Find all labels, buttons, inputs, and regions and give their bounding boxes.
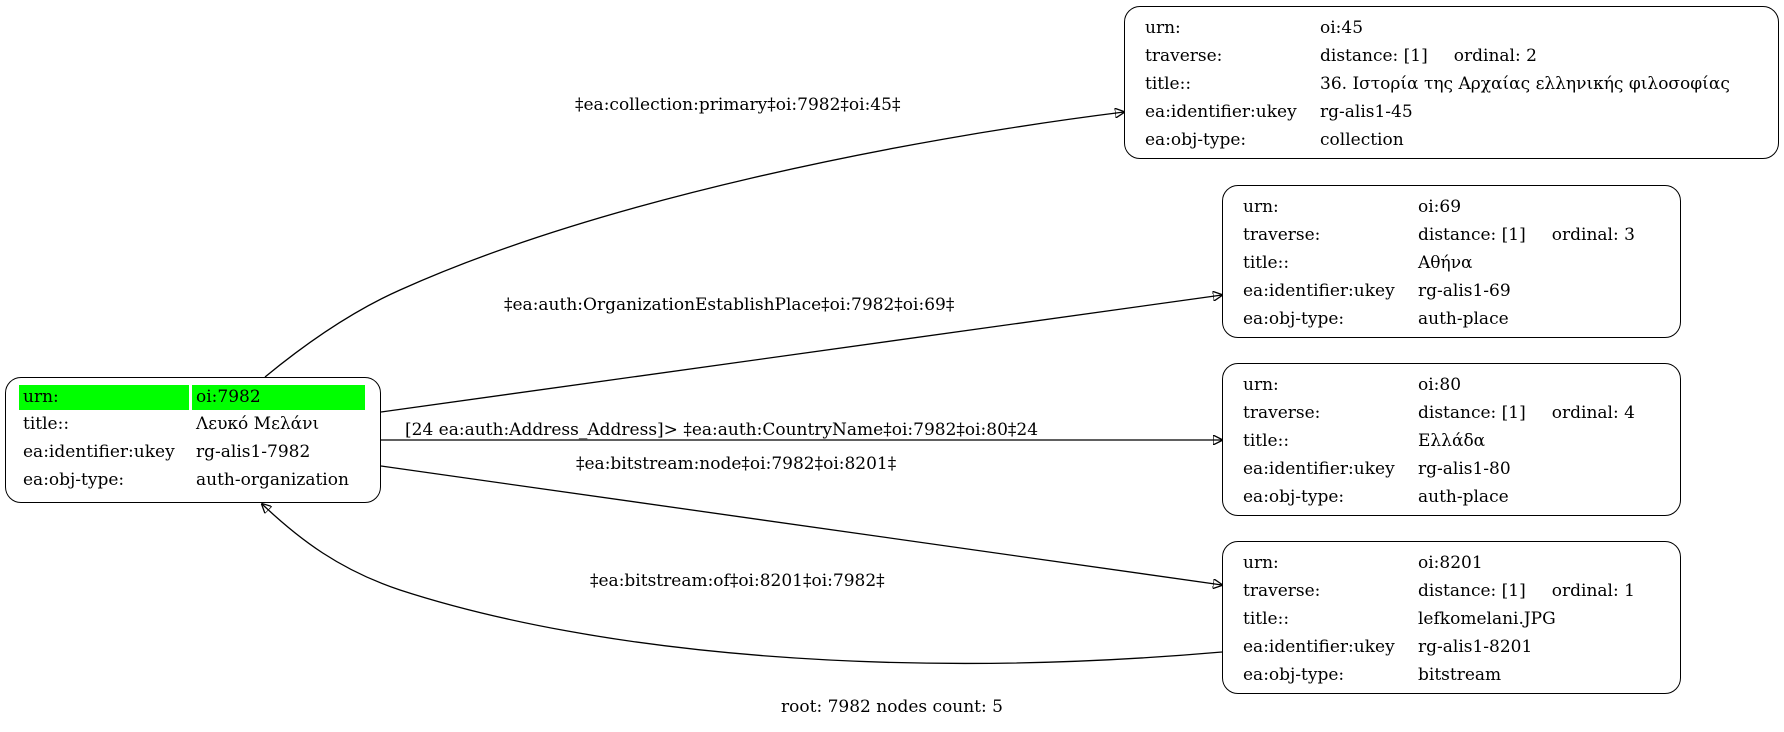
- root-title-key: title::: [23, 414, 70, 434]
- n45-objtype-value: collection: [1320, 130, 1404, 150]
- n80-ukey-value: rg-alis1-80: [1418, 459, 1511, 479]
- n80-urn-value: oi:80: [1418, 375, 1462, 395]
- n8201-ukey-key: ea:identifier:ukey: [1243, 637, 1395, 657]
- n69-ukey-key: ea:identifier:ukey: [1243, 281, 1395, 301]
- n45-ordinal: ordinal: 2: [1453, 46, 1537, 66]
- n80-objtype-value: auth-place: [1418, 487, 1509, 507]
- n80-ordinal: ordinal: 4: [1551, 403, 1635, 423]
- n69-objtype-key: ea:obj-type:: [1243, 309, 1345, 329]
- edge-label-to-oi45: ‡ea:collection:primary‡oi:7982‡oi:45‡: [575, 95, 901, 115]
- root-ukey-value: rg-alis1-7982: [196, 442, 311, 462]
- n80-distance: distance: [1]: [1418, 403, 1526, 423]
- n45-traverse-key: traverse:: [1145, 46, 1223, 66]
- n80-objtype-key: ea:obj-type:: [1243, 487, 1345, 507]
- root-title-value: Λευκό Μελάνι: [196, 414, 320, 434]
- n45-distance: distance: [1]: [1320, 46, 1428, 66]
- edge-to-oi45: [264, 112, 1124, 378]
- n80-urn-key: urn:: [1243, 375, 1279, 395]
- n69-urn-key: urn:: [1243, 197, 1279, 217]
- n8201-title-key: title::: [1243, 609, 1290, 629]
- n69-urn-value: oi:69: [1418, 197, 1462, 217]
- n80-ukey-key: ea:identifier:ukey: [1243, 459, 1395, 479]
- n45-ukey-value: rg-alis1-45: [1320, 102, 1413, 122]
- edge-label-to-oi80: [24 ea:auth:Address_Address]> ‡ea:auth:C…: [405, 420, 1038, 440]
- n45-ukey-key: ea:identifier:ukey: [1145, 102, 1297, 122]
- edge-label-from-oi8201: ‡ea:bitstream:of‡oi:8201‡oi:7982‡: [590, 571, 885, 591]
- root-ukey-key: ea:identifier:ukey: [23, 442, 175, 462]
- n8201-ukey-value: rg-alis1-8201: [1418, 637, 1533, 657]
- n8201-distance: distance: [1]: [1418, 581, 1526, 601]
- node-oi69[interactable]: urn: oi:69 traverse: distance: [1] ordina…: [1222, 185, 1681, 338]
- node-root-oi7982[interactable]: urn: oi:7982 title:: Λευκό Μελάνι ea:ide…: [5, 377, 381, 503]
- root-title-row: title:: Λευκό Μελάνι: [19, 410, 365, 438]
- root-urn-value: oi:7982: [192, 385, 365, 410]
- n69-title-key: title::: [1243, 253, 1290, 273]
- node-oi8201[interactable]: urn: oi:8201 traverse: distance: [1] ordi…: [1222, 541, 1681, 694]
- n8201-urn-value: oi:8201: [1418, 553, 1483, 573]
- n69-traverse-key: traverse:: [1243, 225, 1321, 245]
- n69-title-value: Αθήνα: [1418, 253, 1473, 273]
- n45-objtype-key: ea:obj-type:: [1145, 130, 1247, 150]
- root-objtype-key: ea:obj-type:: [23, 470, 125, 490]
- node-oi45[interactable]: urn: oi:45 traverse: distance: [1] ordina…: [1124, 6, 1779, 159]
- root-ukey-row: ea:identifier:ukey rg-alis1-7982: [19, 438, 365, 466]
- root-objtype-value: auth-organization: [196, 470, 349, 490]
- root-objtype-row: ea:obj-type: auth-organization: [19, 466, 365, 494]
- n69-distance: distance: [1]: [1418, 225, 1526, 245]
- n8201-objtype-key: ea:obj-type:: [1243, 665, 1345, 685]
- root-urn-key: urn:: [19, 385, 189, 410]
- n8201-urn-key: urn:: [1243, 553, 1279, 573]
- graph-footer: root: 7982 nodes count: 5: [781, 697, 1003, 717]
- n45-title-key: title::: [1145, 74, 1192, 94]
- edge-from-oi8201: [262, 504, 1223, 664]
- n69-ordinal: ordinal: 3: [1551, 225, 1635, 245]
- n8201-ordinal: ordinal: 1: [1551, 581, 1635, 601]
- node-oi80[interactable]: urn: oi:80 traverse: distance: [1] ordina…: [1222, 363, 1681, 516]
- root-urn-row: urn: oi:7982: [19, 385, 365, 410]
- n8201-title-value: lefkomelani.JPG: [1418, 609, 1556, 629]
- edge-label-to-oi69: ‡ea:auth:OrganizationEstablishPlace‡oi:7…: [504, 295, 955, 315]
- n8201-objtype-value: bitstream: [1418, 665, 1502, 685]
- edge-to-oi69: [380, 295, 1222, 413]
- n45-urn-key: urn:: [1145, 18, 1181, 38]
- n80-traverse-key: traverse:: [1243, 403, 1321, 423]
- n80-title-key: title::: [1243, 431, 1290, 451]
- n69-objtype-value: auth-place: [1418, 309, 1509, 329]
- n45-urn-value: oi:45: [1320, 18, 1364, 38]
- n80-title-value: Ελλάδα: [1418, 431, 1486, 451]
- n45-title-value: 36. Ιστορία της Αρχαίας ελληνικής φιλοσο…: [1320, 74, 1730, 94]
- n69-ukey-value: rg-alis1-69: [1418, 281, 1511, 301]
- edge-label-to-oi8201: ‡ea:bitstream:node‡oi:7982‡oi:8201‡: [576, 454, 897, 474]
- edge-to-oi8201: [380, 465, 1222, 585]
- n8201-traverse-key: traverse:: [1243, 581, 1321, 601]
